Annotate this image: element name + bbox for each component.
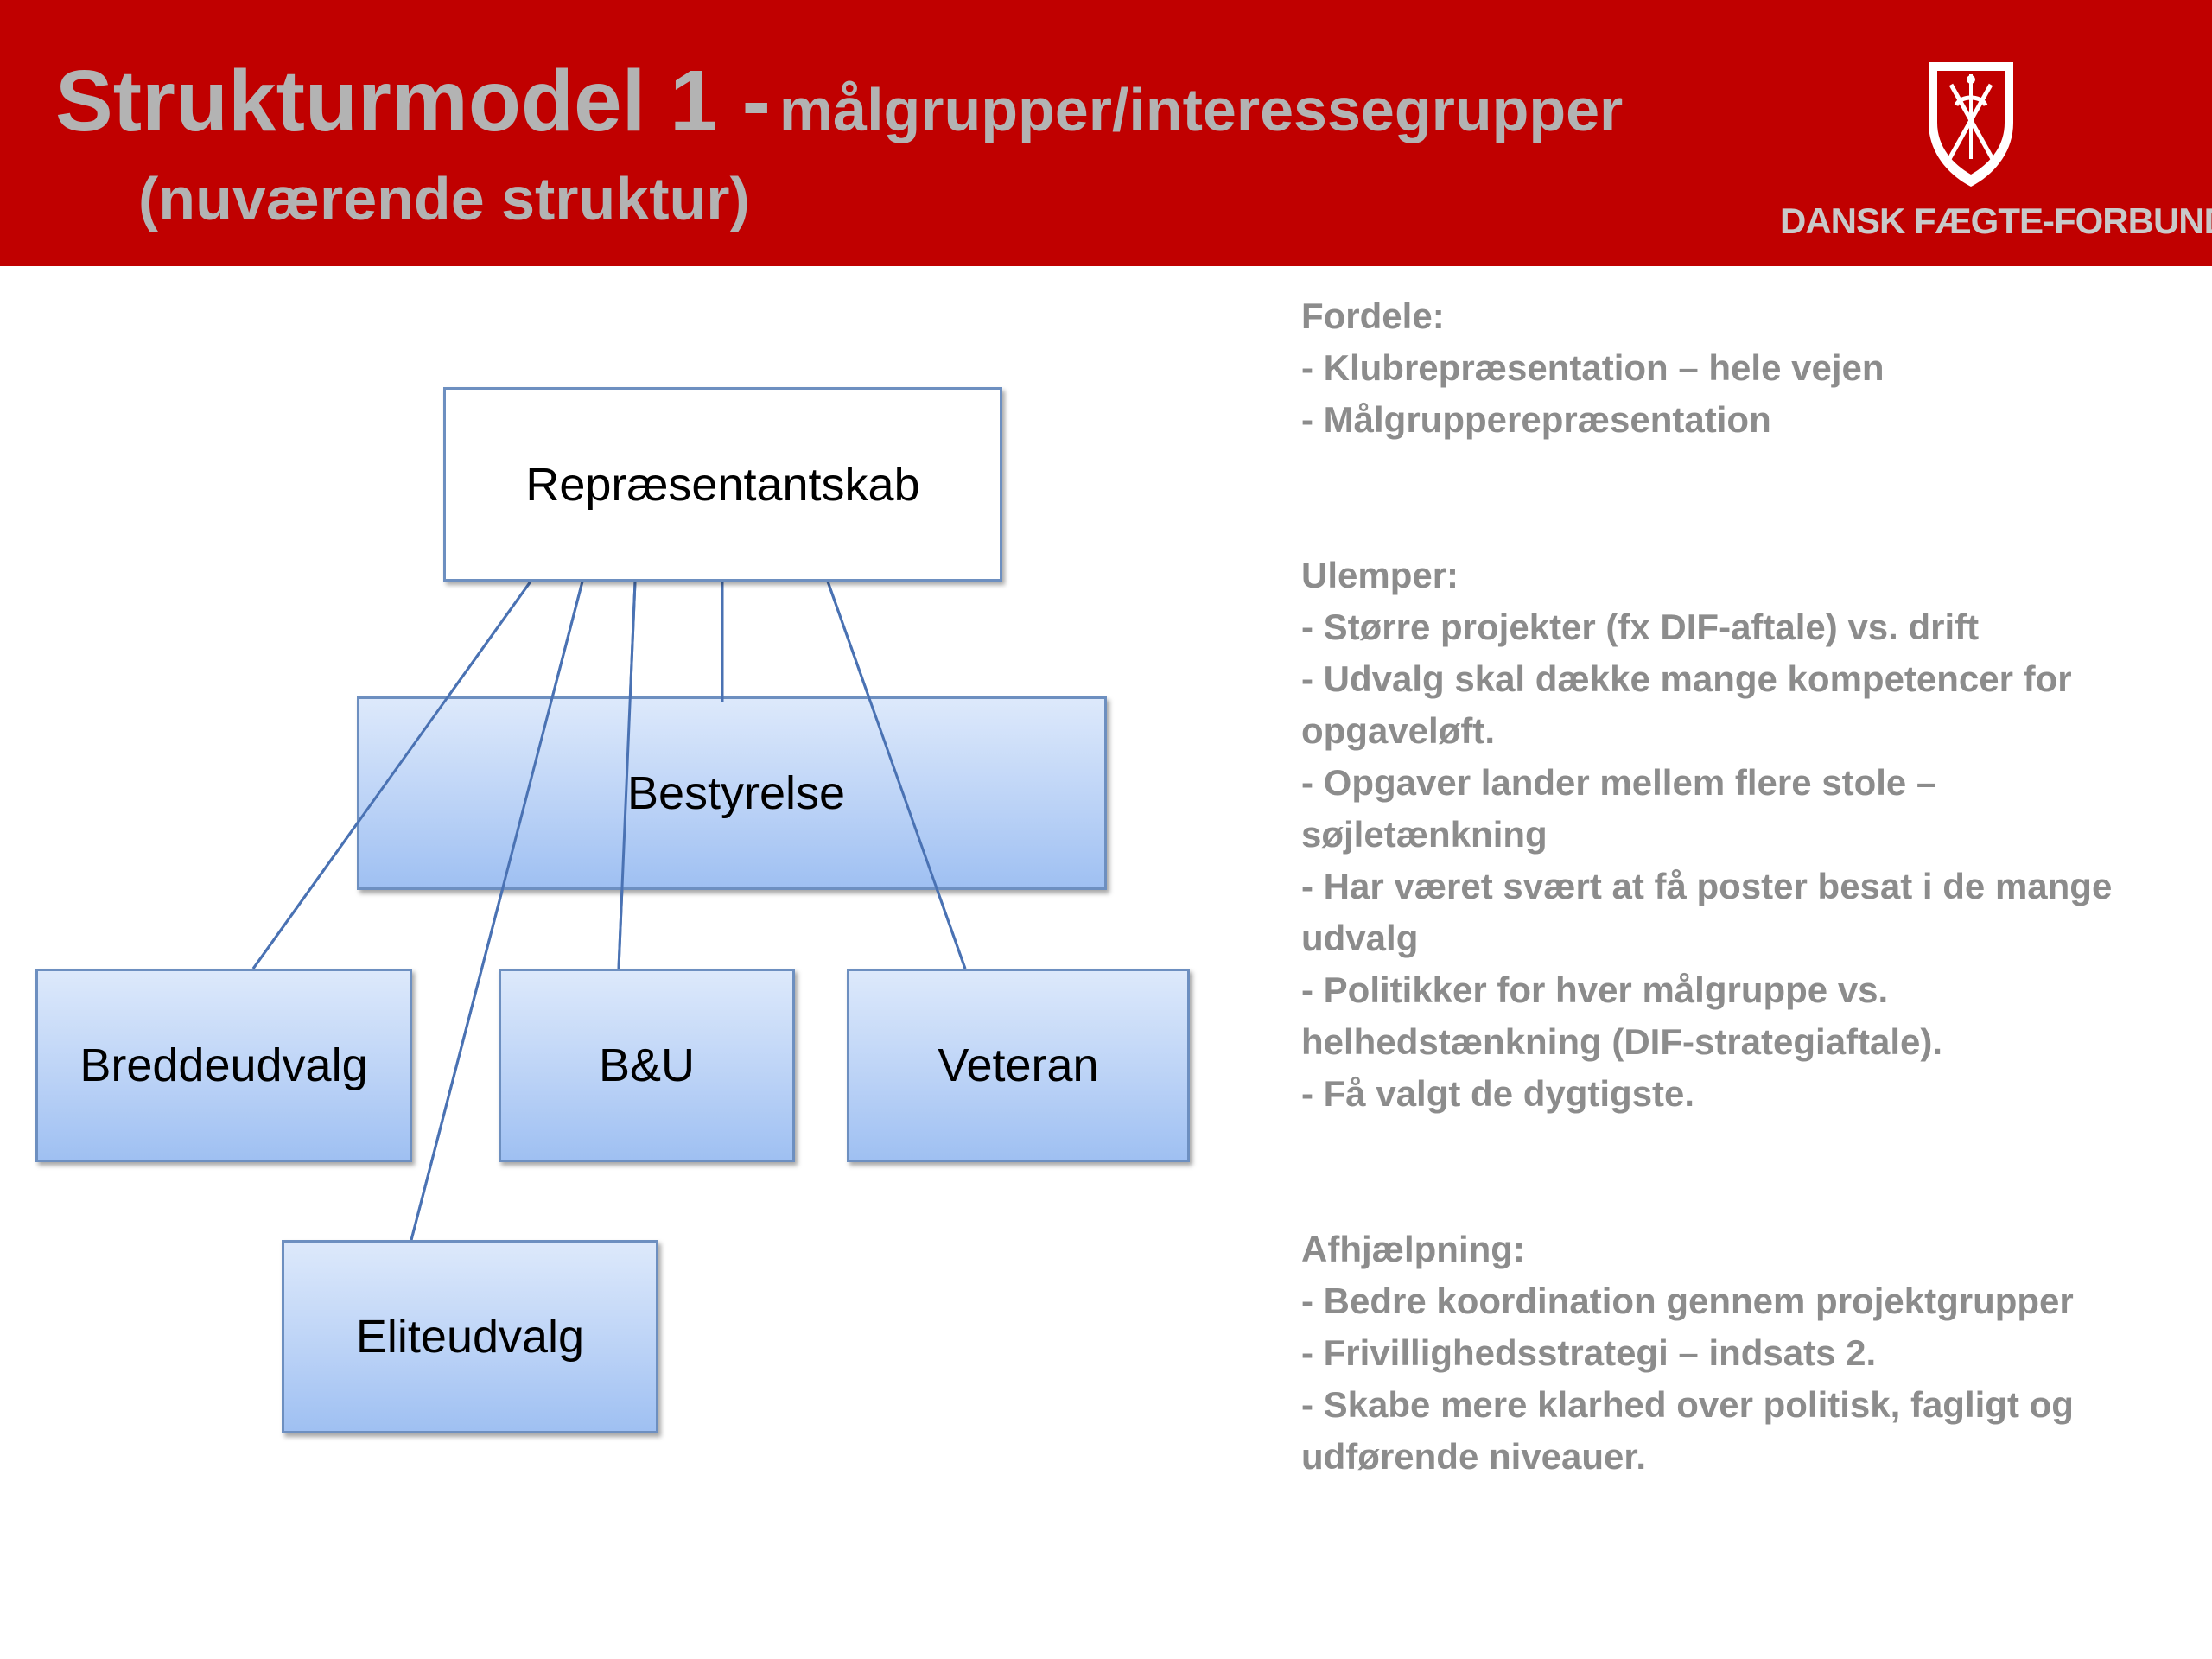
logo-text: DANSK FÆGTE-FORBUND [1780,200,2212,241]
fordele-heading: Fordele: [1301,296,1445,336]
node-bestyrelse-label: Bestyrelse [626,767,846,819]
ulemper-item: - Har været svært at få poster besat i d… [1301,866,2113,958]
node-veteran-label: Veteran [938,1039,1099,1091]
ulemper-item: - Politikker for hver målgruppe vs. helh… [1301,969,1943,1062]
title-second-line: (nuværende struktur) [138,165,750,232]
title-subtitle: målgrupper/interessegrupper [779,76,1624,143]
ulemper-item: - Opgaver lander mellem flere stole – sø… [1301,762,1937,855]
ulemper-item: - Udvalg skal dække mange kompetencer fo… [1301,658,2072,751]
afhjaelpning-section: Afhjælpning: - Bedre koordination gennem… [1301,1224,2183,1483]
afhjaelpning-item: - Bedre koordination gennem projektgrupp… [1301,1281,2074,1321]
afhjaelpning-heading: Afhjælpning: [1301,1229,1525,1269]
slide-title: Strukturmodel 1 -målgrupper/interessegru… [55,52,1623,151]
fordele-section: Fordele: - Klubrepræsentation – hele vej… [1301,290,2183,446]
fordele-item: - Klubrepræsentation – hele vejen [1301,347,1885,388]
ulemper-item: - Få valgt de dygtigste. [1301,1073,1695,1114]
node-bu: B&U [499,969,795,1162]
node-eliteudvalg-label: Eliteudvalg [355,1311,585,1363]
node-representantskab: Repræsentantskab [443,387,1002,582]
ulemper-section: Ulemper: - Større projekter (fx DIF-afta… [1301,550,2183,1120]
afhjaelpning-item: - Frivillighedsstrategi – indsats 2. [1301,1332,1877,1373]
ulemper-item: - Større projekter (fx DIF-aftale) vs. d… [1301,607,1980,647]
node-veteran: Veteran [847,969,1190,1162]
title-main: Strukturmodel 1 - [55,53,771,149]
node-eliteudvalg: Eliteudvalg [282,1240,658,1433]
notes-panel: Fordele: - Klubrepræsentation – hele vej… [1301,290,2183,1483]
fordele-item: - Målgrupperepræsentation [1301,399,1771,440]
fencing-shield-logo-icon [1929,62,2013,187]
afhjaelpning-item: - Skabe mere klarhed over politisk, fagl… [1301,1384,2074,1477]
node-representantskab-label: Repræsentantskab [525,458,920,511]
node-bu-label: B&U [598,1039,696,1091]
ulemper-heading: Ulemper: [1301,555,1459,595]
title-banner: Strukturmodel 1 -målgrupper/interessegru… [0,0,2212,266]
node-breddeudvalg-label: Breddeudvalg [79,1039,368,1091]
node-breddeudvalg: Breddeudvalg [35,969,412,1162]
node-bestyrelse: Bestyrelse [357,696,1107,890]
